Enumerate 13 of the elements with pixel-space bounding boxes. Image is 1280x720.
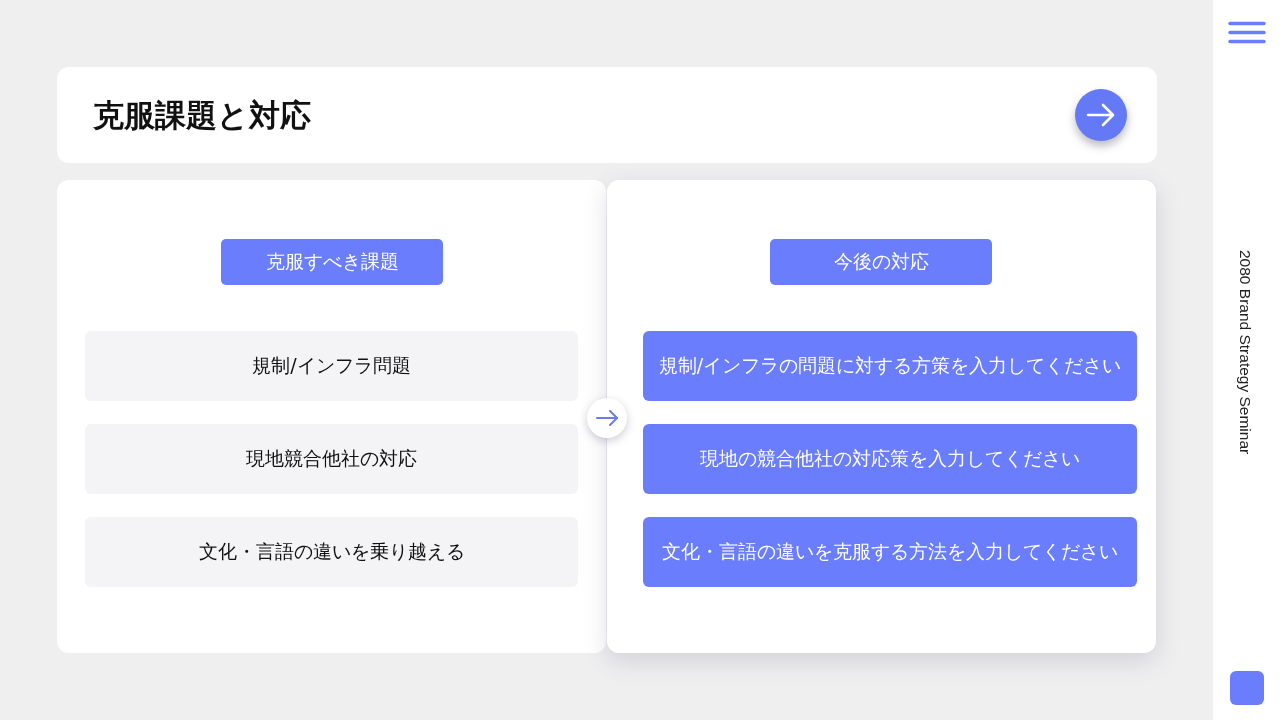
issue-card: 現地競合他社の対応: [85, 424, 578, 494]
issue-card: 文化・言語の違いを乗り越える: [85, 517, 578, 587]
vertical-label: 2080 Brand Strategy Seminar: [1236, 250, 1255, 455]
heading-tag: 克服すべき課題: [221, 239, 443, 285]
response-card: 文化・言語の違いを克服する方法を入力してください: [643, 517, 1137, 587]
arrow: [596, 410, 618, 426]
response-card: 現地の競合他社の対応策を入力してください: [643, 424, 1137, 494]
heading-tag: 今後の対応: [770, 239, 992, 285]
panel-card: [607, 180, 1156, 653]
issue-card: 規制/インフラ問題: [85, 331, 578, 401]
response-card: 規制/インフラの問題に対する方策を入力してください: [643, 331, 1137, 401]
title: 克服課題と対応: [93, 96, 311, 135]
panel-card: [57, 180, 606, 653]
